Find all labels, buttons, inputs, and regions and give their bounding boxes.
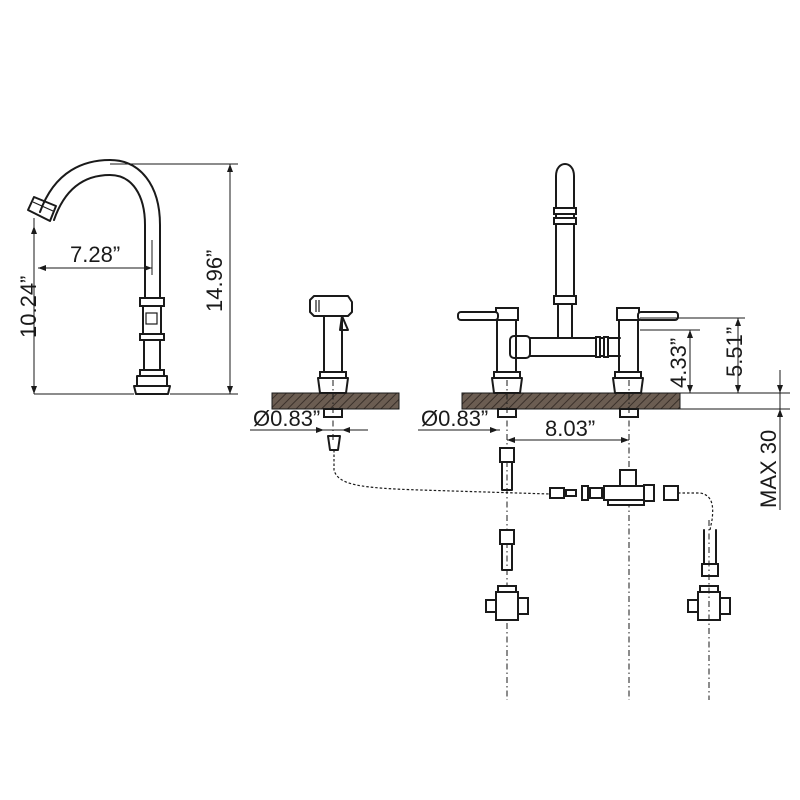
spout-height-label: 10.24” bbox=[16, 276, 41, 338]
plumbing-assembly bbox=[327, 435, 731, 700]
height-dimensions bbox=[640, 317, 783, 510]
center-spacing-label: 8.03” bbox=[545, 416, 595, 441]
faucet-side-view bbox=[27, 159, 171, 395]
lever-height-label: 5.51” bbox=[722, 327, 747, 377]
faucet-hole-label: Ø0.83” bbox=[421, 406, 488, 431]
handle-height-label: 4.33” bbox=[666, 338, 691, 388]
side-view-dimensions bbox=[31, 163, 238, 395]
bridge-faucet-front bbox=[457, 163, 679, 700]
countertop-right bbox=[461, 392, 681, 410]
sprayer-hole-label: Ø0.83” bbox=[253, 406, 320, 431]
overall-height-label: 14.96” bbox=[202, 250, 227, 312]
max-deck-label: MAX 30 bbox=[756, 430, 781, 508]
hole-dimensions bbox=[250, 427, 629, 443]
reach-label: 7.28” bbox=[70, 242, 120, 267]
